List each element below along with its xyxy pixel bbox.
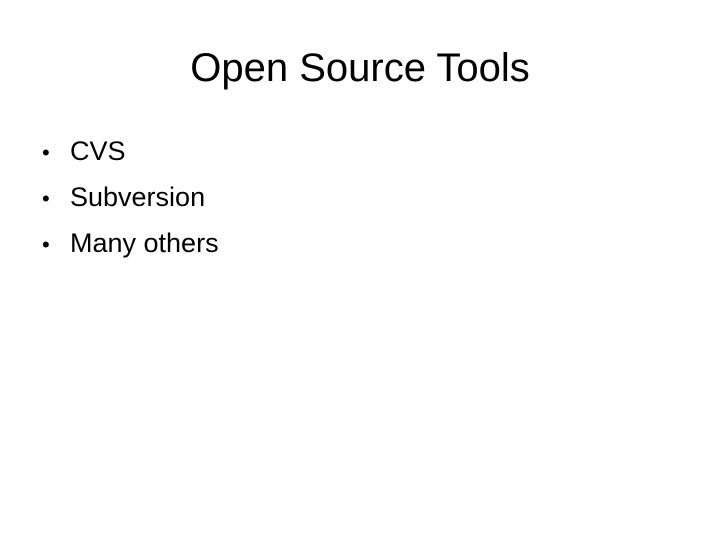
bullet-label: Subversion: [70, 182, 206, 212]
slide-title: Open Source Tools: [190, 46, 530, 90]
bullet-label: Many others: [70, 228, 219, 258]
bullet-item-many-others: • Many others: [42, 220, 219, 266]
bullet-item-subversion: • Subversion: [42, 174, 219, 220]
bullet-icon: •: [42, 232, 50, 257]
bullet-list: • CVS • Subversion • Many others: [42, 128, 219, 266]
bullet-icon: •: [42, 186, 50, 211]
bullet-label: CVS: [70, 136, 126, 166]
bullet-icon: •: [42, 140, 50, 165]
bullet-item-cvs: • CVS: [42, 128, 219, 174]
